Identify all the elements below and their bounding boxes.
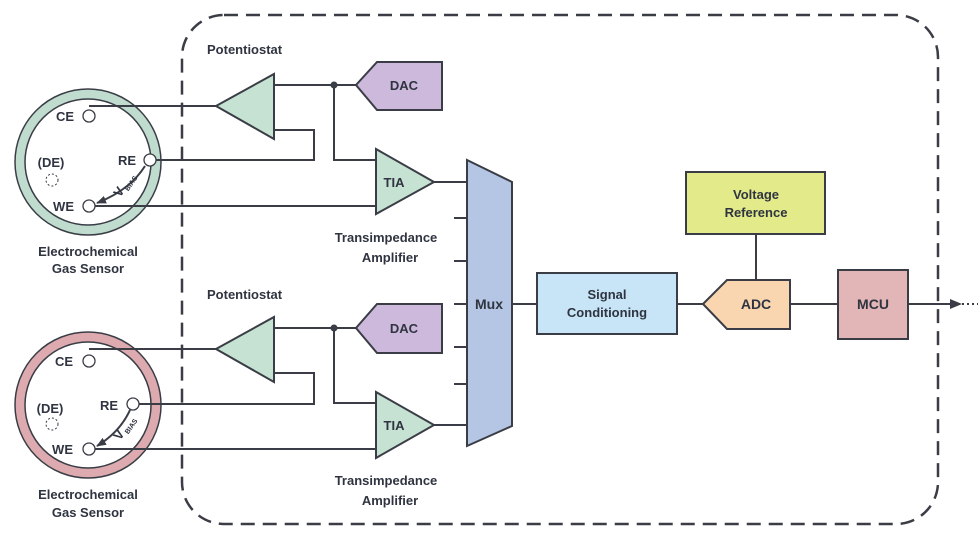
ce-label: CE: [55, 354, 73, 369]
ce-label: CE: [56, 109, 74, 124]
channel-1: CE RE (DE) WE V BIAS Electrochemical Gas…: [14, 42, 467, 276]
adc-label: ADC: [741, 296, 771, 312]
tia-bias-wire-1: [333, 85, 376, 161]
vbias-arrow: [96, 409, 131, 447]
tia-2-block[interactable]: [375, 390, 437, 460]
tia-bias-wire-2: [333, 328, 376, 404]
de-label: (DE): [38, 155, 65, 170]
vbias-subscript: BIAS: [124, 418, 140, 436]
voltage-reference-label-line2: Reference: [725, 205, 788, 220]
tia-2-caption-line2: Amplifier: [362, 493, 418, 508]
we-label: WE: [52, 442, 73, 457]
potentiostat-amp-2[interactable]: [213, 315, 275, 384]
re-wire-2: [139, 372, 315, 405]
tia-1-caption-line1: Transimpedance: [335, 230, 438, 245]
mux-block[interactable]: [466, 158, 513, 448]
junction-dot-1: [330, 81, 338, 89]
tia-1-label: TIA: [384, 175, 406, 190]
we-terminal: [82, 199, 96, 213]
sensor-2-caption-line1: Electrochemical: [38, 487, 138, 502]
tia-2-label: TIA: [384, 418, 406, 433]
re-terminal: [143, 153, 157, 167]
re-wire-1: [156, 129, 315, 161]
de-terminal: [45, 417, 59, 431]
we-label: WE: [53, 199, 74, 214]
mux-inputs: [454, 217, 467, 385]
dac-1-block[interactable]: [354, 61, 443, 111]
dac-1-label: DAC: [390, 78, 419, 93]
ce-terminal: [82, 109, 96, 123]
sensor-2-caption-line2: Gas Sensor: [52, 505, 124, 520]
vbias-arrow: [96, 165, 146, 204]
re-label: RE: [118, 153, 136, 168]
channel-2: CE RE (DE) WE V BIAS Electrochemical Gas…: [14, 287, 467, 520]
system-boundary: [180, 13, 940, 526]
we-terminal: [82, 442, 96, 456]
signal-conditioning-label-line2: Conditioning: [567, 305, 647, 320]
signal-conditioning-block[interactable]: [536, 272, 678, 335]
dac-2-label: DAC: [390, 321, 419, 336]
mux-label: Mux: [475, 296, 503, 312]
voltage-reference-label-line1: Voltage: [733, 187, 779, 202]
sensor-1-caption-line1: Electrochemical: [38, 244, 138, 259]
dac-2-block[interactable]: [354, 303, 443, 354]
gas-sensor-2: CE RE (DE) WE V BIAS Electrochemical Gas…: [14, 331, 162, 520]
potentiostat-2-label: Potentiostat: [207, 287, 283, 302]
potentiostat-amp-1[interactable]: [213, 72, 275, 141]
tia-1-block[interactable]: [375, 147, 437, 216]
potentiostat-1-label: Potentiostat: [207, 42, 283, 57]
junction-dot-2: [330, 324, 338, 332]
mcu-label: MCU: [857, 296, 889, 312]
tia-1-caption-line2: Amplifier: [362, 250, 418, 265]
voltage-reference-block[interactable]: [685, 171, 826, 235]
de-terminal: [45, 173, 59, 187]
sensor-1-caption-line2: Gas Sensor: [52, 261, 124, 276]
tia-2-caption-line1: Transimpedance: [335, 473, 438, 488]
sensor-1-outline-outer: [14, 88, 162, 236]
de-label: (DE): [37, 401, 64, 416]
signal-conditioning-label-line1: Signal: [587, 287, 626, 302]
re-label: RE: [100, 398, 118, 413]
ce-terminal: [82, 354, 96, 368]
gas-sensor-1: CE RE (DE) WE V BIAS Electrochemical Gas…: [14, 88, 162, 276]
re-terminal: [126, 397, 140, 411]
